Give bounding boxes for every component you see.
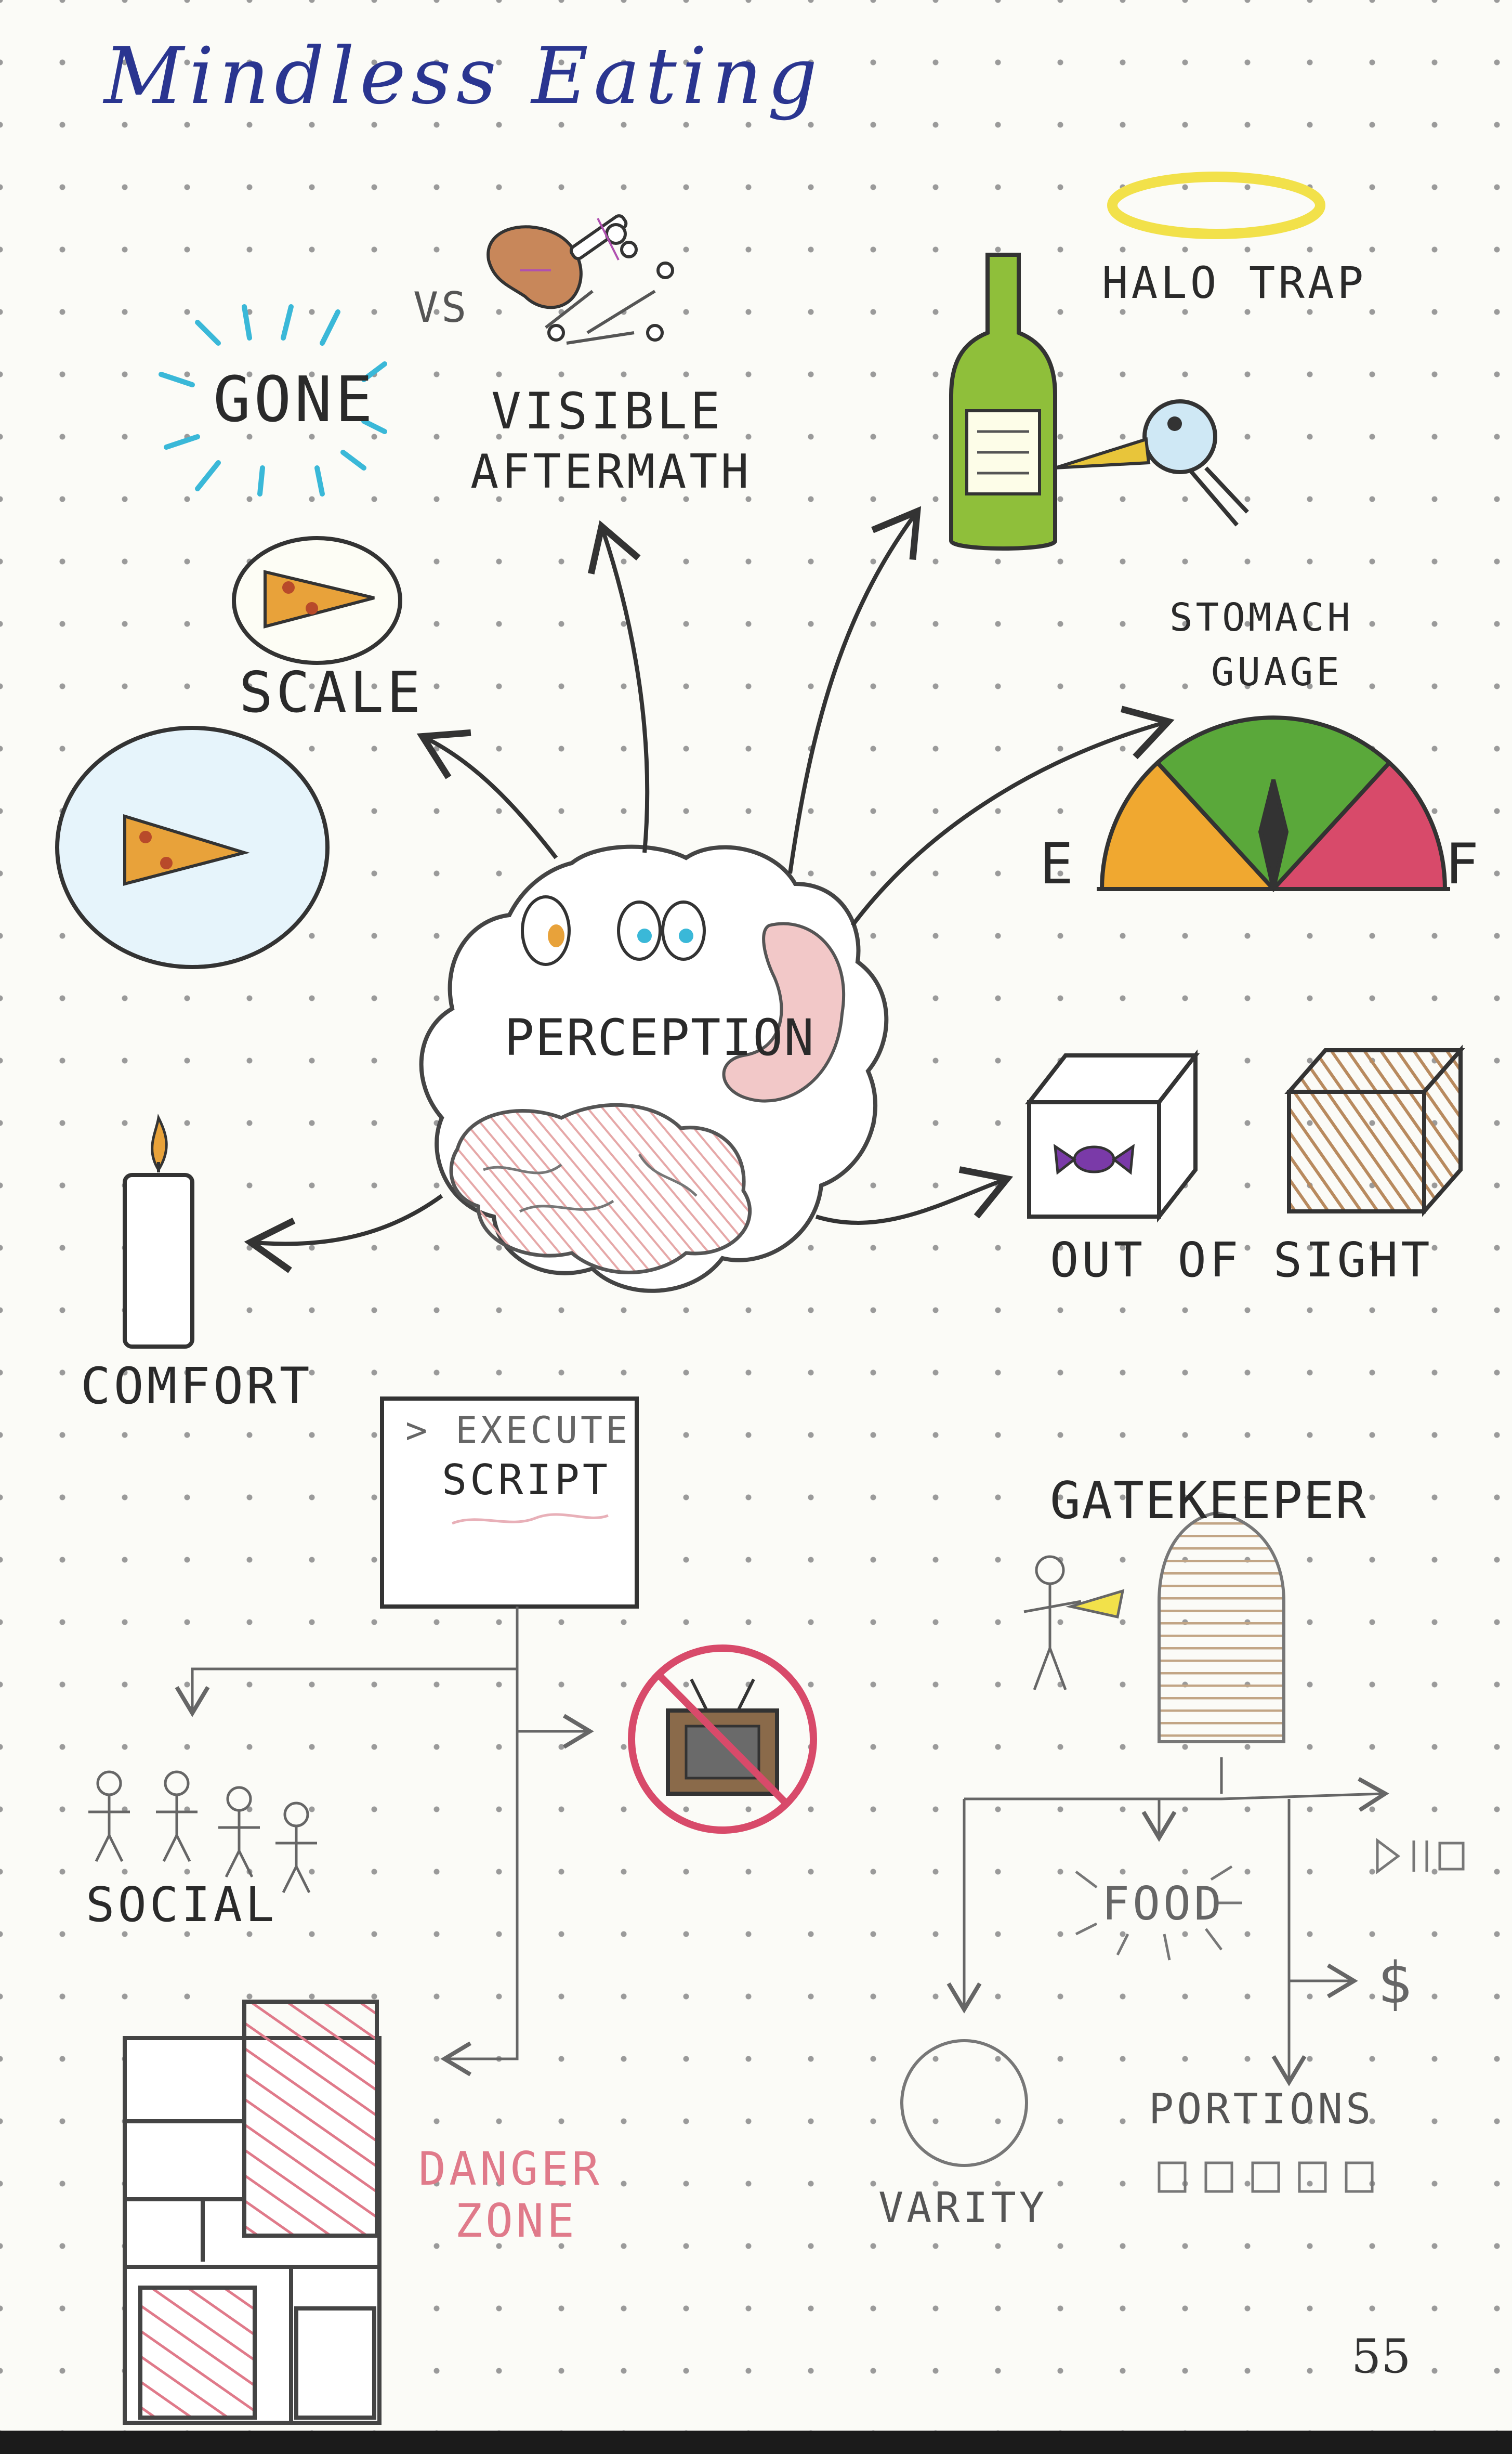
label-execute: > EXECUTE (405, 1409, 631, 1452)
label-varity: VARITY (878, 2184, 1047, 2232)
opaque-box-icon (1284, 1045, 1465, 1217)
script-flow (175, 1607, 594, 2077)
label-script: SCRIPT (442, 1456, 611, 1504)
label-vs: VS (413, 283, 470, 332)
label-scale: SCALE (239, 660, 424, 725)
label-guage: GUAGE (1211, 650, 1343, 695)
stick-figure-icon (88, 1770, 317, 1894)
candy-box-icon (1024, 1049, 1200, 1223)
page-title: Mindless Eating (104, 31, 823, 122)
gauge-empty-label: E (1040, 832, 1077, 897)
floor-plan-icon (123, 2000, 382, 2425)
video-play-icon (1376, 1838, 1465, 1874)
terminal-icon (380, 1396, 639, 1609)
food-burst-icon (1075, 1865, 1242, 1961)
candle-icon (123, 1114, 194, 1349)
large-plate-pizza-icon (55, 726, 330, 969)
small-plate-pizza-icon (232, 536, 402, 665)
label-aftermath: AFTERMATH (470, 445, 752, 499)
wine-bottle-icon (949, 253, 1057, 551)
label-food: FOOD (1102, 1877, 1225, 1930)
bird-icon (1055, 399, 1249, 527)
label-halo-trap: HALO TRAP (1102, 257, 1367, 308)
label-comfort: COMFORT (81, 1357, 313, 1415)
gauge-full-label: F (1445, 832, 1482, 897)
label-zone: ZONE (455, 2194, 577, 2248)
halo-icon (1107, 172, 1325, 239)
label-out-of-sight: OUT OF SIGHT (1050, 1232, 1433, 1288)
door-icon (1158, 1511, 1285, 1743)
center-label: PERCEPTION (504, 1009, 815, 1067)
label-danger: DANGER (418, 2142, 602, 2196)
label-social: SOCIAL (86, 1877, 278, 1933)
chicken-leg-icon (487, 214, 628, 309)
brain-icon (449, 1103, 752, 1274)
label-gone: GONE (213, 364, 376, 436)
label-money: $ (1377, 1950, 1415, 2016)
stomach-icon (722, 922, 846, 1103)
scan-edge (0, 2431, 1512, 2454)
bone-pile-icon (520, 218, 674, 345)
bowl-icon (900, 2039, 1028, 2167)
gone-burst-icon (159, 304, 387, 497)
label-visible: VISIBLE (491, 382, 724, 440)
label-gatekeeper: GATEKEEPER (1050, 1471, 1368, 1531)
page-number: 55 (1351, 2329, 1411, 2384)
no-tv-icon (628, 1644, 817, 1834)
stomach-gauge-icon (1097, 715, 1450, 892)
label-stomach: STOMACH (1169, 595, 1353, 640)
label-portions: PORTIONS (1149, 2085, 1374, 2133)
gatekeeper-figure (1023, 1555, 1125, 1690)
gate-flow (946, 1757, 1389, 2086)
perception-arrows (244, 506, 1175, 1273)
portion-boxes-icon (1158, 2161, 1374, 2193)
